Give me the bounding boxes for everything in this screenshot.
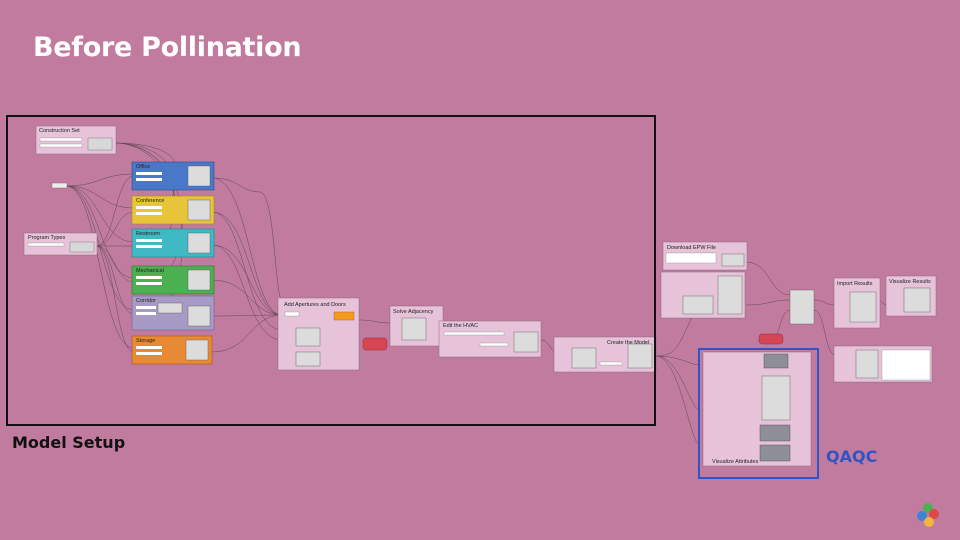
pollination-logo-icon xyxy=(917,503,939,527)
svg-text:Program Types: Program Types xyxy=(28,235,65,241)
svg-text:Visualize Attributes: Visualize Attributes xyxy=(712,459,759,465)
group-edit-the-hvac[interactable]: Edit the HVAC xyxy=(438,320,542,358)
group-storage[interactable]: Storage xyxy=(131,335,213,365)
group-corridor[interactable]: Corridor xyxy=(131,295,215,331)
group-add-apertures-and-doors[interactable]: Add Apertures and Doors xyxy=(277,297,360,371)
error-component[interactable] xyxy=(362,337,388,351)
svg-text:Construction Set: Construction Set xyxy=(39,128,80,134)
warning-component xyxy=(333,311,355,321)
group-mechanical[interactable]: Mechanical xyxy=(131,265,215,295)
svg-text:Download EPW File: Download EPW File xyxy=(667,245,716,251)
run-simulation-component[interactable] xyxy=(789,289,815,325)
group-create-the-model[interactable]: Create the Model xyxy=(553,336,657,373)
qaqc-frame xyxy=(698,348,819,479)
model-setup-label: Model Setup xyxy=(12,433,126,452)
input-slider[interactable] xyxy=(51,182,68,189)
svg-text:Conference: Conference xyxy=(136,198,164,204)
group-import-results[interactable]: Import Results xyxy=(833,277,881,329)
group-visualize-results[interactable]: Visualize Results xyxy=(885,275,937,317)
error-component-2[interactable] xyxy=(758,333,784,345)
group-construction-set[interactable]: Construction Set xyxy=(35,125,117,155)
svg-text:Import Results: Import Results xyxy=(837,281,873,287)
group-restroom[interactable]: Restroom xyxy=(131,228,215,258)
svg-text:Mechanical: Mechanical xyxy=(136,268,164,274)
svg-text:Visualize Results: Visualize Results xyxy=(889,279,931,285)
group-download-epw-file[interactable]: Download EPW File xyxy=(662,241,748,271)
model-setup-frame xyxy=(6,115,656,426)
group-conference[interactable]: Conference xyxy=(131,195,215,225)
group-solve-adjacency[interactable]: Solve Adjacency xyxy=(389,305,444,347)
svg-text:Solve Adjacency: Solve Adjacency xyxy=(393,309,434,315)
svg-text:Restroom: Restroom xyxy=(136,231,160,237)
group-visualize-attributes[interactable]: Visualize Attributes xyxy=(702,351,812,467)
qaqc-label: QAQC xyxy=(826,447,878,466)
svg-text:Edit the HVAC: Edit the HVAC xyxy=(443,323,478,329)
slide-title: Before Pollination xyxy=(33,32,302,63)
group-office[interactable]: Office xyxy=(131,161,215,191)
svg-text:Add Apertures and Doors: Add Apertures and Doors xyxy=(284,302,346,308)
svg-text:Office: Office xyxy=(136,164,150,170)
svg-text:Corridor: Corridor xyxy=(136,298,156,304)
svg-text:Storage: Storage xyxy=(136,338,155,344)
svg-text:Create the Model: Create the Model xyxy=(607,340,649,346)
group-program-types[interactable]: Program Types xyxy=(23,232,98,256)
